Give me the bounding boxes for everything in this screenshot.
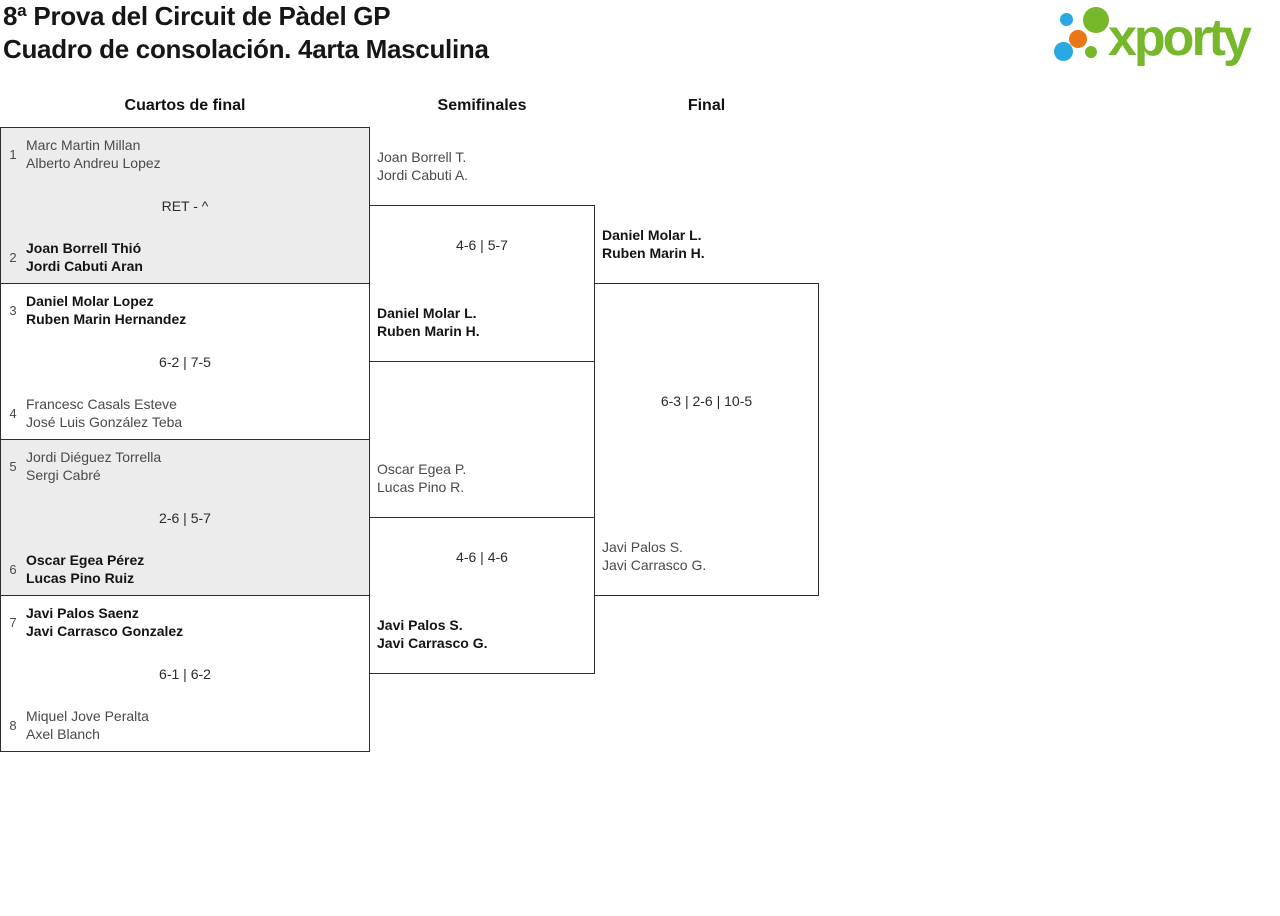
xporty-logo[interactable]: xporty: [1050, 0, 1280, 78]
seed-number: 3: [9, 302, 17, 318]
player-name: Oscar Egea P.: [377, 461, 467, 477]
player-name: Jordi Cabuti A.: [377, 167, 469, 183]
logo-dot-blue-large-icon: [1054, 42, 1073, 61]
match-box-semifinal-1: [369, 205, 595, 362]
player-name: Javi Palos S.: [602, 539, 683, 555]
player-name: Javi Palos S.: [377, 617, 463, 633]
participant-seed-4: 4 Francesc Casals Esteve José Luis Gonzá…: [4, 395, 182, 431]
participant-seed-5: 5 Jordi Diéguez Torrella Sergi Cabré: [4, 448, 161, 484]
participant-final-bottom: Javi Palos S. Javi Carrasco G.: [602, 538, 706, 574]
seed-number: 1: [9, 146, 17, 162]
match-box-quarterfinal-1: [0, 127, 370, 284]
logo-dot-green-small-icon: [1085, 46, 1097, 58]
logo-dot-orange-icon: [1069, 30, 1087, 48]
seed-number: 6: [9, 561, 17, 577]
seed-number: 4: [9, 405, 17, 421]
player-name: Javi Carrasco Gonzalez: [26, 623, 184, 639]
seed-number: 8: [9, 717, 17, 733]
player-name: Alberto Andreu Lopez: [26, 155, 161, 171]
match-box-quarterfinal-2: [0, 283, 370, 440]
match-box-final: [594, 283, 819, 596]
player-name: Daniel Molar L.: [377, 305, 477, 321]
player-name: Jordi Diéguez Torrella: [26, 449, 162, 465]
participant-final-top: Daniel Molar L. Ruben Marin H.: [602, 226, 705, 262]
player-name: Francesc Casals Esteve: [26, 396, 177, 412]
player-name: Marc Martin Millan: [26, 137, 141, 153]
participant-sf2-top: Oscar Egea P. Lucas Pino R.: [377, 460, 466, 496]
participant-seed-2: 2 Joan Borrell Thió Jordi Cabuti Aran: [4, 239, 143, 275]
player-name: Javi Carrasco G.: [377, 635, 488, 651]
player-name: Miquel Jove Peralta: [26, 708, 149, 724]
logo-dot-green-large-icon: [1083, 7, 1109, 33]
player-name: Lucas Pino Ruiz: [26, 570, 135, 586]
match-score: 4-6 | 5-7: [456, 237, 508, 253]
player-name: Daniel Molar L.: [602, 227, 702, 243]
player-name: Javi Palos Saenz: [26, 605, 139, 621]
player-name: Javi Carrasco G.: [602, 557, 707, 573]
player-name: Sergi Cabré: [26, 467, 101, 483]
match-score: 4-6 | 4-6: [456, 549, 508, 565]
seed-number: 7: [9, 614, 17, 630]
page-title-line2: Cuadro de consolación. 4arta Masculina: [3, 34, 489, 64]
participant-sf1-bottom: Daniel Molar L. Ruben Marin H.: [377, 304, 480, 340]
seed-number: 5: [9, 458, 17, 474]
round-header-quarterfinals: Cuartos de final: [124, 97, 246, 114]
xporty-logo-text: xporty: [1108, 9, 1252, 67]
participant-sf1-top: Joan Borrell T. Jordi Cabuti A.: [377, 148, 468, 184]
player-name: Jordi Cabuti Aran: [26, 258, 143, 274]
player-name: Daniel Molar Lopez: [26, 293, 154, 309]
player-name: Ruben Marin H.: [377, 323, 480, 339]
player-name: Axel Blanch: [26, 726, 100, 742]
player-name: Ruben Marin H.: [602, 245, 705, 261]
page-title-line1: 8ª Prova del Circuit de Pàdel GP: [3, 1, 391, 31]
match-score: RET - ^: [161, 198, 209, 214]
player-name: Oscar Egea Pérez: [26, 552, 145, 568]
round-header-final: Final: [687, 97, 726, 114]
player-name: Lucas Pino R.: [377, 479, 465, 495]
player-name: Ruben Marin Hernandez: [26, 311, 187, 327]
participant-seed-8: 8 Miquel Jove Peralta Axel Blanch: [4, 707, 149, 743]
match-box-semifinal-2: [369, 517, 595, 674]
round-header-semifinals: Semifinales: [437, 97, 527, 114]
player-name: Joan Borrell T.: [377, 149, 467, 165]
participant-seed-6: 6 Oscar Egea Pérez Lucas Pino Ruiz: [4, 551, 144, 587]
seed-number: 2: [9, 249, 17, 265]
match-score: 6-3 | 2-6 | 10-5: [660, 393, 753, 409]
player-name: Joan Borrell Thió: [26, 240, 142, 256]
participant-seed-3: 3 Daniel Molar Lopez Ruben Marin Hernand…: [4, 292, 186, 328]
participant-sf2-bottom: Javi Palos S. Javi Carrasco G.: [377, 616, 488, 652]
match-score: 2-6 | 5-7: [159, 510, 211, 526]
match-score: 6-1 | 6-2: [159, 666, 211, 682]
page-title: 8ª Prova del Circuit de Pàdel GP Cuadro …: [3, 0, 489, 66]
match-score: 6-2 | 7-5: [159, 354, 211, 370]
participant-seed-7: 7 Javi Palos Saenz Javi Carrasco Gonzale…: [4, 604, 183, 640]
participant-seed-1: 1 Marc Martin Millan Alberto Andreu Lope…: [4, 136, 161, 172]
match-box-quarterfinal-4: [0, 595, 370, 752]
player-name: José Luis González Teba: [26, 414, 183, 430]
logo-dot-blue-small-icon: [1060, 13, 1073, 26]
